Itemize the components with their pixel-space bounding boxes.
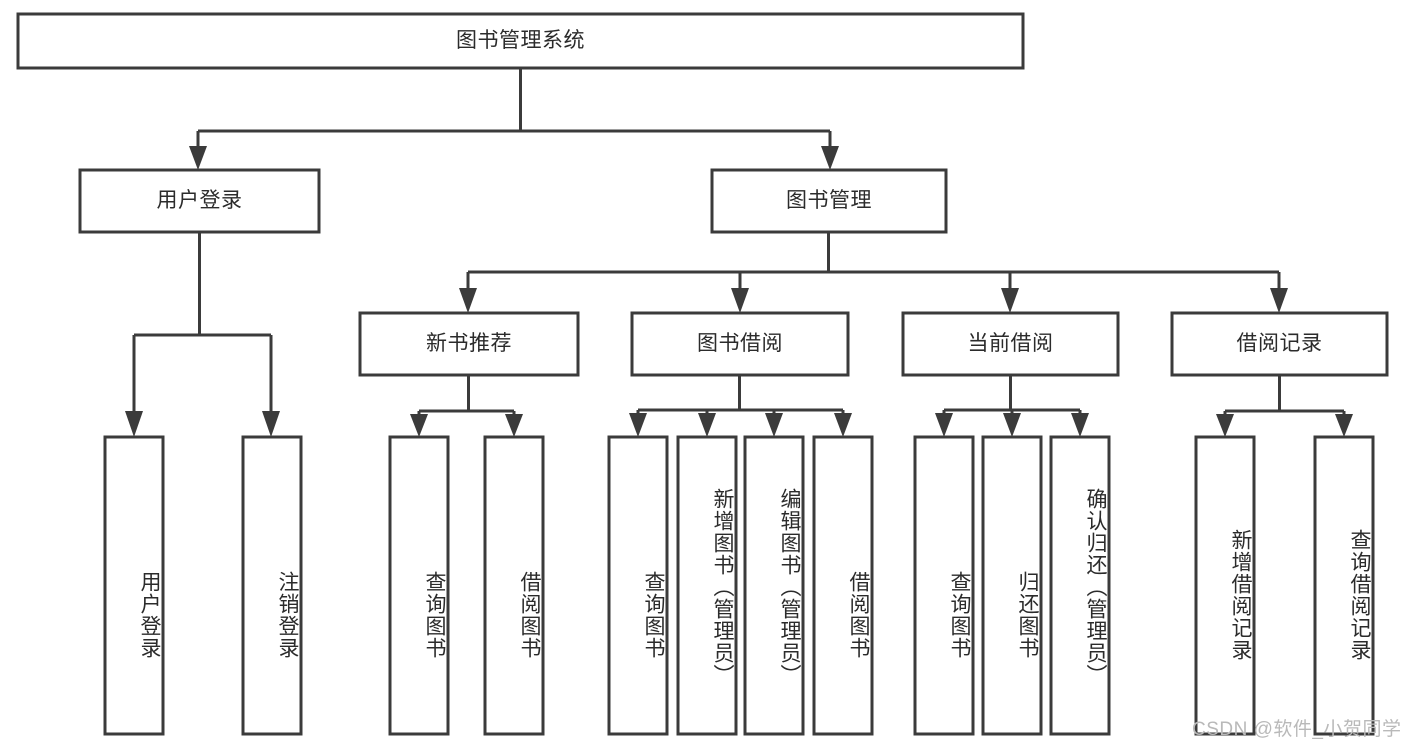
- connector-current-borrow-to-leaves: [935, 375, 1089, 437]
- leaf-borrow-record-1[interactable]: [1313, 435, 1375, 736]
- connector-new-book-to-leaves: [410, 375, 523, 437]
- leaf-user-login-0[interactable]: [103, 435, 165, 736]
- node-book-management[interactable]: [710, 168, 948, 234]
- connector-book-mgmt-to-level3: [459, 232, 1288, 313]
- leaf-book-borrow-3[interactable]: [812, 435, 874, 736]
- connector-book-borrow-to-leaves: [629, 375, 852, 437]
- node-new-book-recommend[interactable]: [358, 311, 580, 377]
- leaf-new-book-1[interactable]: [483, 435, 545, 736]
- node-book-borrow[interactable]: [630, 311, 850, 377]
- leaf-book-borrow-0[interactable]: [607, 435, 669, 736]
- leaf-current-borrow-0[interactable]: [913, 435, 975, 736]
- leaf-user-login-1[interactable]: [241, 435, 303, 736]
- leaf-borrow-record-0[interactable]: [1194, 435, 1256, 736]
- node-root-system[interactable]: [16, 12, 1025, 70]
- leaf-current-borrow-2[interactable]: [1049, 435, 1111, 736]
- leaf-current-borrow-1[interactable]: [981, 435, 1043, 736]
- leaf-book-borrow-2[interactable]: [743, 435, 805, 736]
- node-current-borrow[interactable]: [901, 311, 1120, 377]
- leaf-new-book-0[interactable]: [388, 435, 450, 736]
- connector-borrow-record-to-leaves: [1216, 375, 1353, 437]
- connector-root-to-level2: [189, 68, 839, 170]
- node-user-login[interactable]: [78, 168, 321, 234]
- leaf-book-borrow-1[interactable]: [676, 435, 738, 736]
- node-borrow-record[interactable]: [1170, 311, 1389, 377]
- connector-user-login-to-leaves: [125, 232, 280, 437]
